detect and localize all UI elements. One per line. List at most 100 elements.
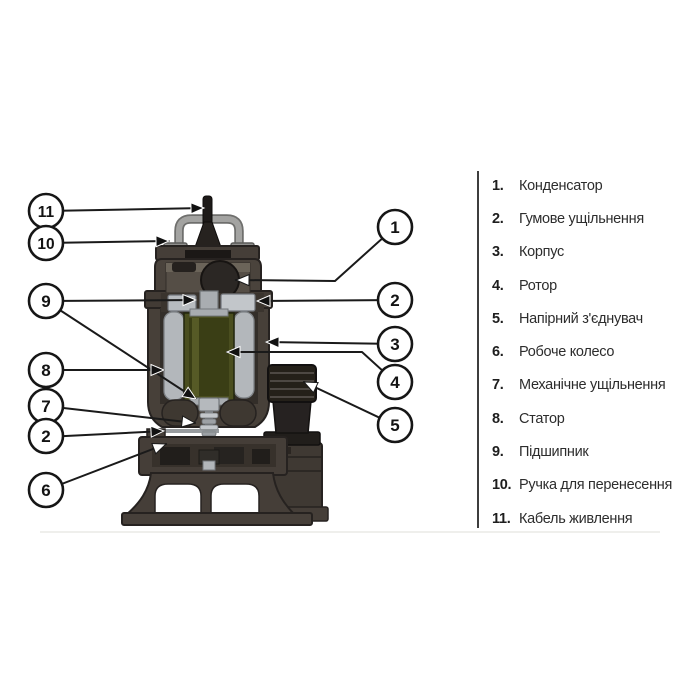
callout-circle [27, 282, 65, 320]
callout-left-7: 7 [27, 387, 197, 428]
legend-item-number: 6. [492, 344, 504, 361]
legend-item-label: Корпус [519, 244, 564, 261]
callout-number: 5 [390, 416, 399, 435]
callout-circle [27, 224, 65, 262]
hose-barb [267, 364, 317, 403]
legend-item-number: 10. [492, 477, 512, 494]
leader-line [45, 240, 170, 244]
legend-item-8: 8. Статор [492, 402, 697, 435]
leader-line [265, 341, 396, 345]
callout-right-5: 5 [302, 381, 414, 444]
stator [163, 311, 255, 401]
callout-number: 6 [41, 481, 50, 500]
leader-line [235, 226, 396, 282]
leader-arrowhead [190, 202, 206, 215]
legend-item-4: 4. Ротор [492, 269, 697, 302]
leader-line [45, 207, 205, 212]
top-cover [155, 245, 260, 261]
callout-left-6: 6 [27, 442, 168, 509]
callout-number: 4 [390, 373, 400, 392]
leader-arrowhead [151, 442, 168, 455]
foot-plate [121, 512, 313, 526]
legend-item-number: 7. [492, 377, 504, 394]
legend-item-label: Статор [519, 410, 565, 427]
callout-circle [27, 471, 65, 509]
legend-item-label: Напірний з'єднувач [519, 310, 643, 327]
legend-item-label: Підшипник [519, 444, 589, 461]
legend-item-number: 3. [492, 244, 504, 261]
legend-item-label: Ротор [519, 277, 557, 294]
leg-arch-left [154, 483, 202, 516]
legend-item-number: 4. [492, 277, 504, 294]
leader-arrowhead [234, 273, 250, 287]
callout-circle [27, 417, 65, 455]
legend-divider [477, 171, 479, 528]
leader-line [45, 430, 165, 438]
callout-right-2: 2 [255, 281, 414, 319]
leader-arrowhead [150, 425, 166, 438]
legend-item-number: 5. [492, 310, 504, 327]
legend-item-label: Робоче колесо [519, 344, 615, 361]
leader-arrowhead [264, 335, 280, 349]
leader-arrowhead [180, 415, 197, 428]
leader-line [45, 299, 197, 302]
legend-item-label: Конденсатор [519, 177, 603, 194]
callout-left-8: 8 [27, 351, 166, 389]
leader-arrowhead [255, 294, 271, 308]
callout-right-4: 4 [225, 345, 414, 401]
leg-arch-right [210, 483, 260, 516]
callout-left-2: 2 [27, 417, 166, 455]
leader-arrowhead [302, 381, 319, 394]
callout-number: 9 [41, 292, 50, 311]
callout-right-1: 1 [234, 208, 414, 287]
legend-item-label: Кабель живлення [519, 510, 633, 527]
callout-number: 2 [41, 427, 50, 446]
leader-line [45, 300, 197, 400]
callout-number: 1 [390, 218, 399, 237]
base-stand [121, 472, 313, 526]
callout-circle [376, 325, 414, 363]
callout-number: 11 [38, 204, 55, 221]
leader-arrowhead [182, 293, 198, 307]
callout-left-9: 9 [27, 282, 198, 400]
legend-item-10: 10. Ручка для перенесення [492, 469, 697, 502]
legend-item-1: 1. Конденсатор [492, 169, 697, 202]
callout-circle [27, 351, 65, 389]
leader-line [256, 299, 396, 302]
legend-item-label: Механічне ущільнення [519, 377, 666, 394]
callout-number: 8 [41, 361, 50, 380]
legend-item-number: 8. [492, 410, 504, 427]
legend-item-number: 2. [492, 210, 504, 227]
pump-casing [138, 428, 288, 476]
legend-item-9: 9.Підшипник [492, 435, 697, 468]
leader-line [45, 443, 167, 491]
leader-arrowhead [225, 345, 241, 359]
legend-item-5: 5. Напірний з'єднувач [492, 302, 697, 335]
rubber-gasket [149, 429, 219, 433]
rotor [183, 308, 235, 406]
callout-layer: 11 10 9 8 7 2 6 1 2 3 4 5 [27, 192, 414, 509]
callout-number: 7 [41, 397, 50, 416]
legend-item-11: 11.Кабель живлення [492, 502, 697, 535]
legend-item-3: 3. Корпус [492, 236, 697, 269]
parts-legend: 1. Конденсатор 2. Гумове ущільнення 3. Корпус… [492, 169, 697, 535]
callout-right-3: 3 [264, 325, 414, 363]
legend-item-number: 1. [492, 177, 504, 194]
callout-number: 2 [390, 291, 399, 310]
callout-number: 10 [37, 236, 54, 253]
leader-arrowhead [181, 386, 198, 400]
leader-arrowhead [155, 234, 171, 248]
lower-bearing [198, 397, 220, 412]
callout-left-10: 10 [27, 224, 171, 262]
legend-item-7: 7. Механічне ущільнення [492, 369, 697, 402]
rubber-seal [220, 293, 256, 312]
legend-item-2: 2. Гумове ущільнення [492, 202, 697, 235]
legend-item-label: Гумове ущільнення [519, 210, 644, 227]
legend-item-6: 6. Робоче колесо [492, 335, 697, 368]
leader-arrowhead [150, 363, 166, 377]
callout-number: 3 [390, 335, 399, 354]
legend-item-label: Ручка для перенесення [519, 477, 673, 494]
callout-left-11: 11 [27, 192, 206, 230]
callout-circle [376, 281, 414, 319]
